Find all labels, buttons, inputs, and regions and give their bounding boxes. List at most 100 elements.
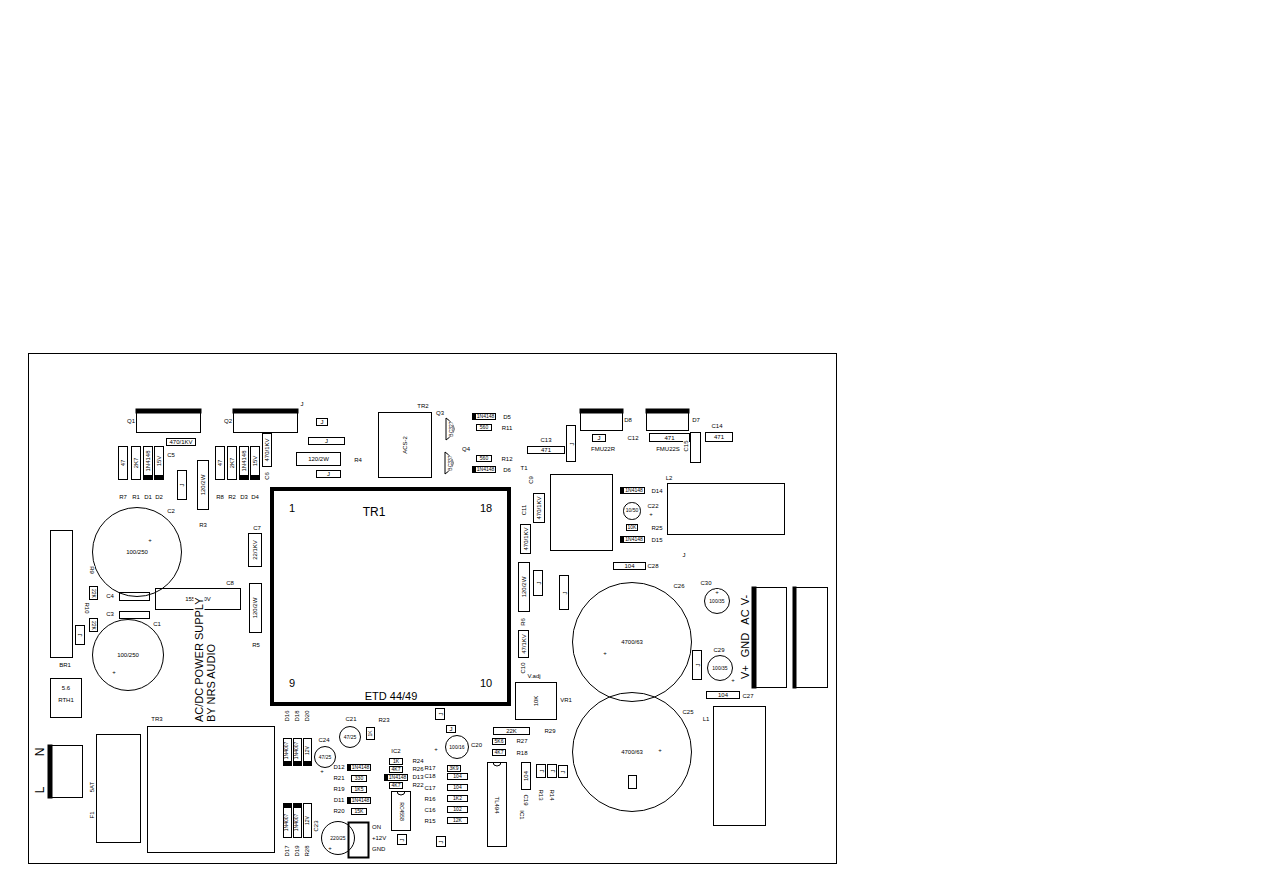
component-outline: 104: [613, 562, 646, 570]
connector-edge: [48, 745, 52, 798]
component-value: 471: [664, 435, 674, 441]
ref-label: TR2: [417, 403, 428, 409]
component-value: 120/2W: [308, 456, 329, 462]
ref-label: FMU22R: [591, 446, 615, 452]
part-label: 5.6: [62, 685, 70, 691]
capacitor-outline: 100/250: [92, 507, 182, 597]
component-outline: 15V: [154, 446, 164, 480]
component-value: J: [538, 770, 544, 773]
capacitor-outline: [120, 612, 150, 619]
component-value: 1K: [368, 730, 373, 736]
component-outline: 470/1KV: [166, 438, 196, 446]
component-value: 1K: [393, 759, 399, 764]
ref-label: R12: [501, 456, 512, 462]
component-value: 47: [217, 460, 223, 467]
component-value: 1N4007: [285, 814, 290, 832]
ref-label: V-: [740, 595, 751, 605]
diode-band: [621, 537, 624, 542]
component-value: 10K: [628, 525, 637, 530]
ref-label: R11: [502, 425, 513, 431]
diode-band: [348, 798, 351, 803]
component-value: J: [325, 438, 328, 444]
ref-label: C19: [523, 794, 529, 805]
ref-label: R28: [304, 845, 310, 856]
component-outline: 120/2W: [197, 460, 209, 510]
ref-label: C22: [647, 503, 658, 509]
component-outline: 2K7: [131, 446, 141, 480]
ref-label: C4: [106, 593, 114, 599]
ref-label: BC327: [449, 421, 454, 436]
component-value: 22K: [506, 728, 517, 734]
component-outline: 471: [527, 446, 565, 454]
component-outline: 22K: [89, 586, 98, 600]
component-outline: 104: [447, 784, 468, 791]
component-outline: 1K2: [447, 795, 468, 802]
component-value: J: [321, 419, 324, 425]
ref-label: C6: [264, 472, 270, 480]
part-label: RTH1: [58, 697, 74, 703]
component-outline: 1N4148: [472, 413, 497, 420]
ref-label: C28: [647, 563, 658, 569]
diode-band: [284, 804, 291, 808]
component-outline: J: [559, 575, 569, 610]
inductor-outline: [668, 484, 785, 535]
ref-label: C14: [711, 423, 722, 429]
component-outline: J: [435, 708, 445, 720]
component-outline: 22K: [493, 727, 530, 735]
component-outline: 3K9: [447, 765, 461, 772]
ref-label: D11: [334, 797, 345, 803]
part-label: 9: [289, 678, 295, 689]
component-outline: 12V: [303, 803, 312, 838]
component-outline: TL494: [487, 762, 507, 847]
component-outline: 5K6: [492, 738, 506, 745]
component-value: 1N4148: [477, 467, 495, 472]
ref-label: R26: [412, 766, 423, 772]
ref-label: J: [683, 552, 686, 558]
component-value: 471: [541, 447, 551, 453]
component-value: 15K: [355, 809, 364, 814]
component-value: ACS-2: [402, 436, 408, 454]
ref-label: R29: [544, 728, 555, 734]
component-value: 3K9: [450, 766, 459, 771]
component-value: 12V: [305, 816, 310, 825]
transformer-outline: 1TR1189ETD 44/4910: [270, 487, 511, 706]
component-value: 1N4148: [352, 765, 370, 770]
ref-label: C30: [700, 580, 711, 586]
ref-label: R3: [199, 522, 207, 528]
ref-label: C10: [520, 662, 526, 673]
component-value: J: [568, 442, 574, 445]
ref-label: D16: [284, 710, 290, 721]
component-value: 4K7: [392, 767, 401, 772]
diode-band: [240, 475, 248, 479]
component-value: 15V: [252, 456, 258, 467]
component-outline: J: [592, 434, 606, 442]
ref-label: R22: [412, 782, 423, 788]
component-outline: 470/1KV: [262, 433, 272, 467]
part-label: TR1: [363, 506, 386, 518]
ref-label: R15: [424, 818, 435, 824]
component-value: J: [450, 726, 453, 732]
connector-outline: [49, 746, 83, 798]
component-value: 1N4148: [352, 798, 370, 803]
ref-label: 5AT: [89, 782, 95, 793]
ref-label: D5: [503, 414, 511, 420]
component-value: 4700/63: [621, 749, 643, 755]
transformer-outline: [551, 475, 613, 551]
ref-label: F1: [89, 811, 95, 818]
ref-label: +: [658, 747, 662, 753]
component-value: 1N4148: [477, 414, 495, 419]
ref-label: D20: [304, 710, 310, 721]
diode-band: [144, 475, 152, 479]
component-value: J: [598, 435, 601, 441]
component-outline: 104: [521, 762, 531, 790]
component-value: 1N4148: [625, 488, 643, 493]
component-value: 2K7: [229, 458, 235, 469]
ref-label: C18: [424, 773, 435, 779]
component-value: J: [560, 770, 566, 773]
transistor-symbol: [446, 418, 454, 440]
capacitor-outline: 4700/63: [572, 582, 692, 702]
component-value: 470/1KV: [169, 439, 192, 445]
capacitor-outline: 100/35: [707, 655, 733, 681]
component-outline: 1N4148: [620, 487, 645, 494]
ref-label: R17: [424, 765, 435, 771]
